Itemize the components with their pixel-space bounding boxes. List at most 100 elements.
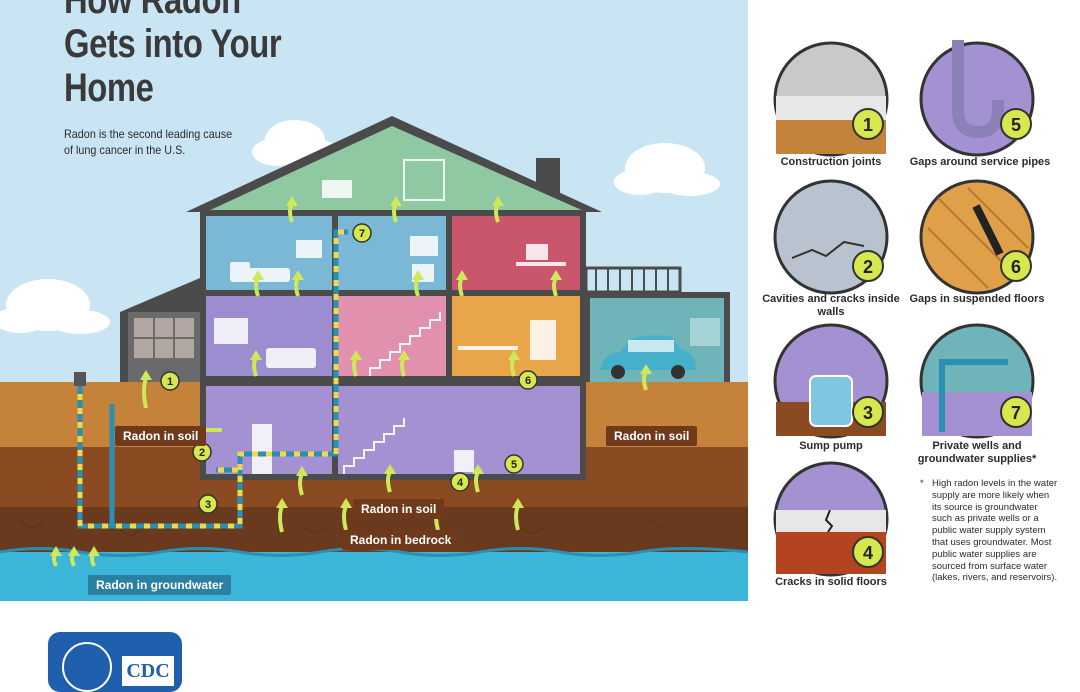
scene-marker-label: 2	[199, 447, 205, 459]
radon-arrow-head	[68, 546, 80, 556]
radon-arrow-head	[250, 350, 262, 360]
attic	[206, 126, 586, 212]
caption-cavities-cracks: Cavities and cracks inside walls	[762, 293, 900, 318]
radon-arrow	[552, 276, 558, 297]
radon-arrow-head	[276, 498, 288, 508]
entry-point-3: 3	[772, 322, 890, 440]
marker-2: 2	[863, 257, 873, 277]
car	[600, 335, 696, 379]
water-pipe	[77, 229, 348, 529]
footnote-text: High radon levels in the water supply ar…	[932, 478, 1058, 584]
kitchen	[452, 296, 580, 376]
caption-service-pipes: Gaps around service pipes	[909, 156, 1051, 168]
radon-arrow-head	[398, 350, 410, 360]
radon-arrow	[288, 202, 294, 223]
radon-arrow	[386, 471, 392, 493]
caption-cracks-solid-floors: Cracks in solid floors	[775, 576, 887, 588]
radon-arrow-head	[88, 546, 100, 556]
entry-point-2: 2	[772, 178, 890, 296]
scene-marker-7	[352, 223, 372, 243]
radon-arrow-head	[412, 270, 424, 280]
marker-5: 5	[1011, 115, 1021, 135]
radon-arrow-head	[456, 270, 468, 280]
radon-arrow-head	[640, 364, 652, 374]
caption-sump-pump: Sump pump	[799, 440, 863, 452]
radon-arrow	[400, 356, 406, 377]
subtitle: Radon is the second leading cause of lun…	[64, 127, 233, 157]
entry-point-5: 5	[918, 40, 1036, 158]
entry-point-6: 6	[918, 178, 1036, 296]
scene-marker-label: 4	[457, 477, 464, 489]
radon-arrow-head	[384, 464, 396, 474]
radon-arrow-head	[492, 196, 504, 206]
scene-marker-label: 6	[525, 375, 531, 387]
radon-arrow	[342, 505, 348, 531]
footnote-marker: *	[920, 478, 924, 489]
label-radon-groundwater: Radon in groundwater	[88, 575, 232, 595]
radon-arrow	[142, 377, 148, 409]
radon-arrow	[392, 202, 398, 223]
radon-arrow	[252, 356, 258, 377]
scene-marker-label: 3	[205, 499, 211, 511]
caption-suspended-floors: Gaps in suspended floors	[909, 293, 1045, 305]
radon-arrow-head	[550, 270, 562, 280]
label-radon-soil-left: Radon in soil	[115, 426, 207, 446]
marker-7: 7	[1011, 403, 1021, 423]
radon-arrow	[294, 276, 300, 297]
radon-arrow	[494, 202, 500, 223]
house-cross-section	[0, 0, 749, 601]
radon-arrow-head	[508, 350, 520, 360]
house-scene: How Radon Gets into Your Home Radon is t…	[0, 0, 749, 601]
radon-arrow-head	[296, 466, 308, 476]
scene-marker-3	[198, 494, 218, 514]
radon-arrow	[352, 356, 358, 377]
radon-arrows: 1 2 3 4 5 6 7	[50, 196, 652, 567]
scene-marker-1	[160, 371, 180, 391]
radon-arrow-head	[292, 270, 304, 280]
caption-construction-joints: Construction joints	[780, 156, 882, 168]
marker-6: 6	[1011, 257, 1021, 277]
marker-4: 4	[863, 543, 873, 563]
entry-point-7: 7	[918, 322, 1036, 440]
entry-point-1: 1	[772, 40, 890, 158]
radon-arrow-head	[512, 498, 524, 508]
cloud	[614, 143, 720, 196]
scene-marker-4	[450, 472, 470, 492]
radon-arrow-head	[390, 196, 402, 206]
hhs-seal-icon	[62, 642, 112, 692]
scene-marker-5	[504, 454, 524, 474]
radon-arrow-head	[252, 270, 264, 280]
radon-arrow	[298, 473, 304, 496]
radon-arrow	[254, 276, 260, 297]
label-radon-bedrock: Radon in bedrock	[342, 530, 460, 550]
entry-point-4: 4	[772, 460, 890, 578]
scene-marker-label: 1	[167, 376, 173, 388]
radon-arrow-head	[340, 498, 352, 508]
footnote: * High radon levels in the water supply …	[920, 478, 1060, 584]
radon-arrow	[510, 356, 516, 377]
scene-marker-label: 7	[359, 228, 365, 240]
well-head	[74, 372, 86, 386]
radon-arrow	[278, 505, 284, 533]
scene-marker-label: 5	[511, 459, 517, 471]
radon-arrow-head	[140, 370, 152, 380]
caption-private-wells: Private wells and groundwater supplies*	[917, 440, 1037, 465]
cdc-logo: CDC	[48, 632, 182, 692]
radon-arrow-head	[472, 464, 484, 474]
page-title: How Radon Gets into Your Home	[64, 0, 282, 110]
marker-1: 1	[863, 115, 873, 135]
radon-arrow	[514, 505, 520, 531]
label-radon-soil-right: Radon in soil	[606, 426, 698, 446]
scene-marker-6	[518, 370, 538, 390]
marker-3: 3	[863, 403, 873, 423]
cloud	[0, 279, 110, 334]
radon-arrow	[414, 276, 420, 297]
radon-arrow	[458, 276, 464, 297]
radon-arrow	[474, 471, 480, 493]
radon-arrow	[642, 370, 648, 391]
radon-arrow-head	[350, 350, 362, 360]
cdc-wordmark: CDC	[120, 654, 176, 688]
label-radon-soil-center: Radon in soil	[353, 499, 445, 519]
stairs	[343, 312, 441, 474]
radon-arrow-head	[50, 546, 62, 556]
